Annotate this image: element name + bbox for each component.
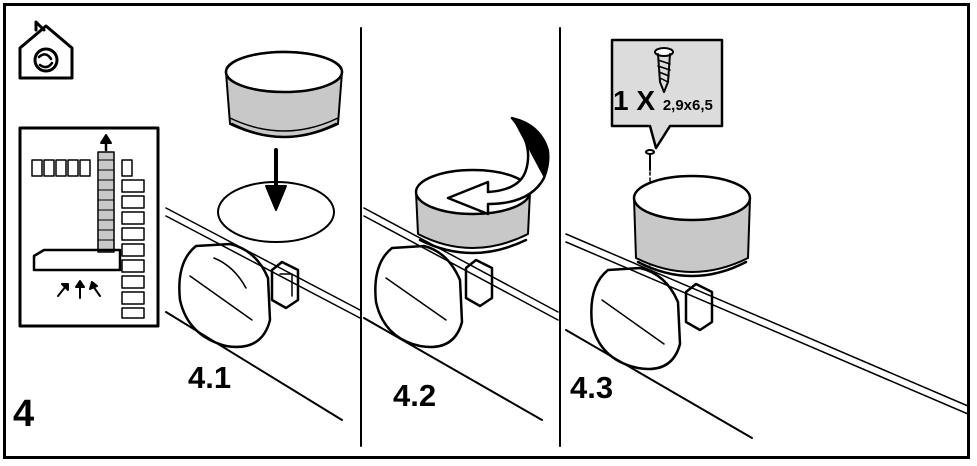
substep-4-2-illustration xyxy=(363,116,559,421)
screw-icon xyxy=(654,47,674,93)
ducted-extraction-house-icon xyxy=(18,20,74,80)
substep-label-4-1: 4.1 xyxy=(188,360,232,395)
substep-4-1-illustration xyxy=(165,50,361,421)
wall-bricks xyxy=(31,159,145,319)
duct-collar xyxy=(224,50,344,139)
substep-label-4-2: 4.2 xyxy=(393,378,437,413)
screw-quantity: 1 X 2,9x6,5 xyxy=(613,85,713,117)
mounting-outline xyxy=(217,181,335,243)
duct-collar-fixed xyxy=(632,174,752,278)
screw-size: 2,9x6,5 xyxy=(662,97,713,114)
extraction-scheme-panel xyxy=(18,126,160,328)
hood-outlet-3 xyxy=(590,266,714,371)
hood-outlet-2 xyxy=(374,244,494,349)
duct-collar-rotating xyxy=(414,168,532,255)
screw-callout xyxy=(610,38,724,150)
exhaust-duct xyxy=(97,134,115,253)
substep-4-3-illustration xyxy=(565,38,969,439)
instruction-frame xyxy=(3,3,970,459)
airflow-arrows xyxy=(57,280,101,299)
step-number: 4 xyxy=(13,393,35,435)
hood-outlet xyxy=(178,242,300,349)
screw-quantity-value: 1 X xyxy=(613,85,656,116)
substep-label-4-3: 4.3 xyxy=(570,370,614,405)
hood-shape xyxy=(32,248,122,272)
